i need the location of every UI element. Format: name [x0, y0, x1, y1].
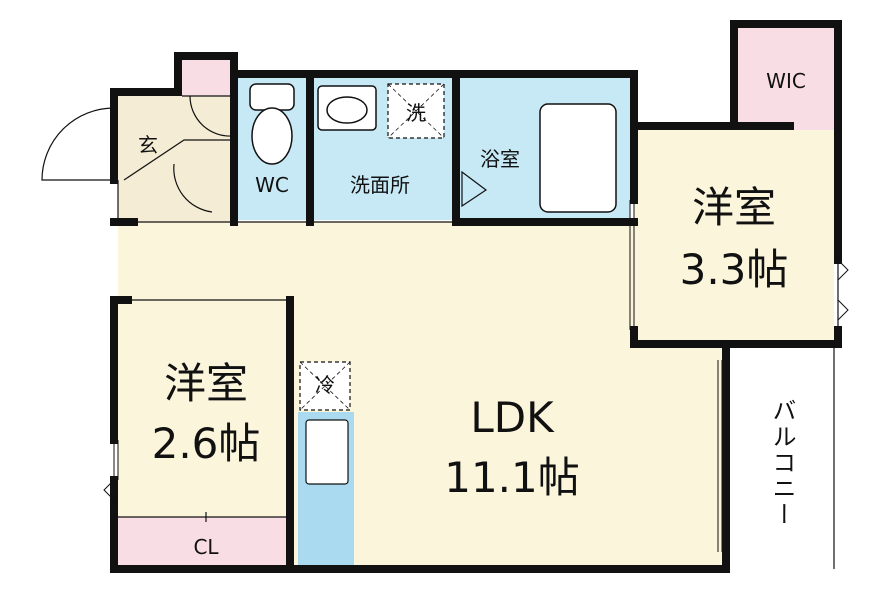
closet-floor	[118, 517, 290, 569]
entrance-step-icon	[123, 95, 234, 213]
western-room-1-floor	[634, 130, 834, 340]
entrance-label: 玄	[138, 133, 158, 157]
fridge-cross	[299, 361, 351, 411]
fridge-label: 冷	[315, 373, 335, 397]
ldk-size: 11.1帖	[444, 453, 580, 502]
western-room-2-size: 2.6帖	[152, 419, 261, 468]
thin-partitions	[117, 95, 839, 569]
washroom-label: 洗面所	[350, 173, 410, 197]
entrance-door-icon	[41, 107, 115, 181]
ldk-label: LDK	[470, 393, 555, 442]
washer-label: 洗	[406, 101, 426, 125]
walls	[110, 20, 842, 573]
closet-label: CL	[193, 535, 219, 559]
entrance-storage-floor	[182, 60, 234, 96]
western-room-1-name: 洋室	[692, 183, 776, 232]
bathroom-label: 浴室	[480, 147, 520, 171]
bath-door-icon	[461, 170, 488, 208]
wic-label: WIC	[766, 69, 806, 93]
sliding-door-icon	[103, 200, 849, 552]
washer-pan-cross	[387, 83, 445, 139]
bathtub-icon	[539, 103, 617, 213]
western-room-1-size: 3.3帖	[680, 245, 789, 294]
western-room-2-name: 洋室	[164, 359, 248, 408]
toilet-icon	[249, 83, 295, 165]
entrance-floor	[118, 96, 234, 222]
western-room-2-floor	[118, 302, 290, 517]
wic-floor	[738, 28, 834, 130]
kitchen-sink-icon	[305, 419, 349, 485]
toilet-label: WC	[255, 173, 289, 197]
washbasin-icon	[317, 85, 377, 131]
balcony-label: バルコニー	[768, 398, 796, 528]
